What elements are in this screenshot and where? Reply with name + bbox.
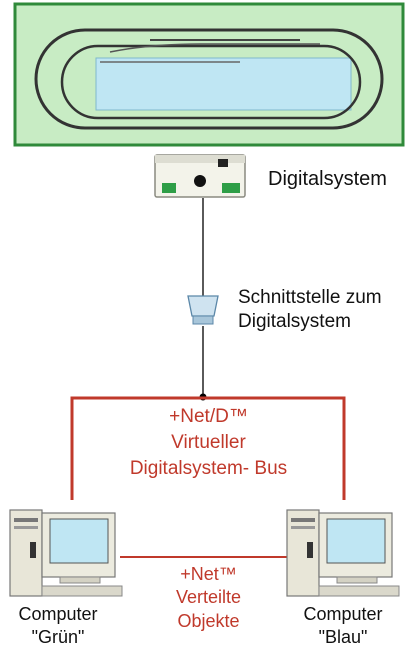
computer-right-label-line2: "Blau" bbox=[318, 627, 368, 647]
digitalsystem-device-icon bbox=[154, 154, 246, 198]
net-label-line2: Verteilte bbox=[175, 587, 242, 607]
interface-label-line2: Digitalsystem bbox=[238, 311, 351, 332]
railway-layout bbox=[13, 2, 405, 147]
track-inner-oval bbox=[60, 44, 362, 120]
net-label-line3: Objekte bbox=[177, 611, 240, 631]
computer-left-label-line1: Computer bbox=[18, 604, 98, 624]
computer-left-icon bbox=[9, 509, 123, 597]
computer-right-icon bbox=[286, 509, 400, 597]
layout-inner-board bbox=[95, 57, 352, 111]
bus-label-line1: +Net/D™ bbox=[169, 406, 248, 427]
interface-plug-icon bbox=[187, 295, 219, 325]
bus-bracket-line bbox=[70, 396, 346, 500]
net-label-line1: +Net™ bbox=[180, 564, 237, 584]
computer-left-label-line2: "Grün" bbox=[31, 627, 85, 647]
bus-label-line3: Digitalsystem- Bus bbox=[129, 458, 288, 479]
interface-label-line1: Schnittstelle zum bbox=[238, 287, 382, 308]
track-siding-2 bbox=[109, 43, 320, 53]
track-outer-oval bbox=[34, 28, 384, 130]
computer-right-label-line1: Computer bbox=[303, 604, 383, 624]
digitalsystem-label: Digitalsystem bbox=[268, 168, 387, 190]
bus-label-line2: Virtueller bbox=[171, 432, 246, 453]
